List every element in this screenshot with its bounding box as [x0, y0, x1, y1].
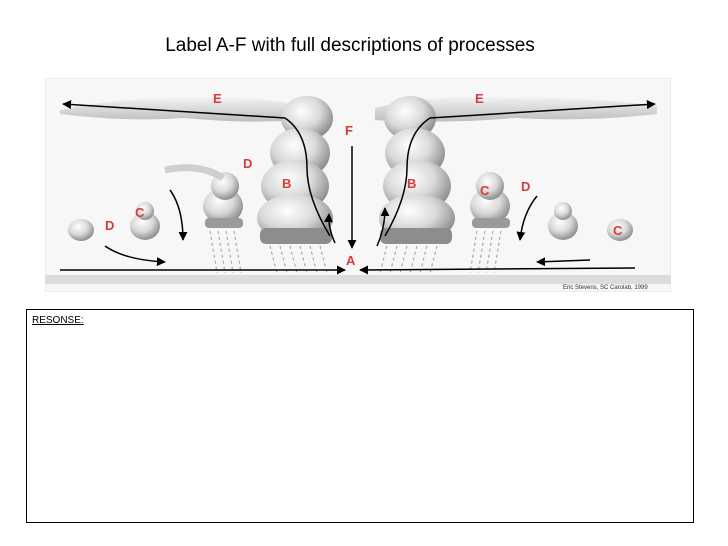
- label-e-left: E: [213, 91, 222, 106]
- outflow-arrow-right: [429, 100, 656, 119]
- storm-cloud-tower-right: [379, 96, 455, 244]
- label-d-right: D: [521, 179, 530, 194]
- outflow-arrow-left: [62, 100, 286, 119]
- thunderstorm-circulation-diagram: E E F D B B C D C D C A Eric Stevens, SC…: [45, 78, 671, 292]
- anvil-cloud-right: [375, 97, 657, 122]
- cumulus-cloud-mid-right: [470, 172, 510, 228]
- small-updraft-arrow-right: [376, 207, 390, 247]
- cumulus-cloud-small-1: [130, 202, 160, 240]
- cumulus-cloud-small-4: [607, 219, 633, 241]
- label-b-right: B: [407, 176, 416, 191]
- updraft-arrow-right: [384, 117, 431, 237]
- label-c-far-left: C: [135, 205, 145, 220]
- label-a: A: [346, 253, 356, 268]
- label-b-left: B: [282, 176, 291, 191]
- page-title: Label A-F with full descriptions of proc…: [165, 35, 535, 56]
- label-f: F: [345, 123, 353, 138]
- image-credit: Eric Stevens, SC Carolab, 1999: [563, 285, 648, 291]
- response-box[interactable]: RESONSE:: [26, 309, 694, 523]
- label-e-right: E: [475, 91, 484, 106]
- sinking-arrow-left: [169, 189, 188, 241]
- label-c-far-right: C: [613, 223, 623, 238]
- subsidence-arrow-left: [104, 245, 166, 267]
- small-updraft-arrow-left: [323, 213, 336, 244]
- rain-shafts: [209, 230, 502, 274]
- surface-inflow-arrow-right: [359, 265, 636, 275]
- label-c-right-inner: C: [480, 183, 490, 198]
- updraft-arrow-left: [284, 117, 331, 237]
- subsidence-arrow-right: [536, 257, 591, 267]
- cumulus-cloud-mid-left: [164, 164, 243, 228]
- sinking-arrow-right: [516, 195, 538, 241]
- label-d-upper-left: D: [243, 156, 252, 171]
- cumulus-cloud-small-3: [548, 202, 578, 240]
- cumulus-cloud-small-2: [68, 219, 94, 241]
- label-d-lower-left: D: [105, 218, 114, 233]
- response-label: RESONSE:: [32, 315, 84, 326]
- ground-strip: [45, 275, 671, 284]
